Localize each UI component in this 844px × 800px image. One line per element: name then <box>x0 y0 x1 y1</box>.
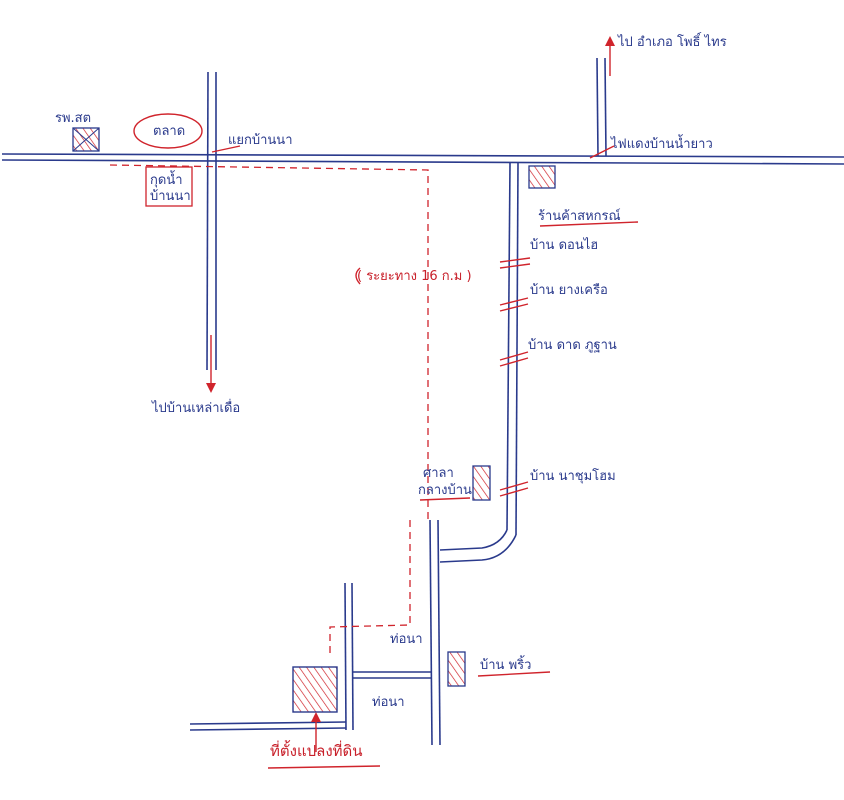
label-spr: รพ.สต <box>55 111 91 126</box>
label-house-right: บ้าน พริ้ว <box>480 655 531 673</box>
label-house1: บ้าน ดอนไฮ <box>530 237 598 253</box>
label-house2: บ้าน ยางเครือ <box>530 282 608 298</box>
label-intersection: แยกบ้านนา <box>228 133 293 148</box>
bottom-road <box>189 721 347 731</box>
arrow-down-icon <box>206 335 216 393</box>
label-light-post: ไฟแดงบ้านน้ำยาว <box>610 134 713 152</box>
left-road <box>206 71 217 371</box>
label-house3: บ้าน ดาด ภูฐาน <box>528 338 617 353</box>
route-dashed <box>109 164 429 655</box>
main-road <box>1 153 844 165</box>
label-market: ตลาด <box>153 124 185 139</box>
label-pipe1: ท่อนา <box>390 632 423 647</box>
lower-road <box>429 519 441 746</box>
health-station-icon <box>72 127 100 152</box>
label-shop: ร้านค้าสหกรณ์ <box>538 208 621 224</box>
label-target: ที่ตั้งแปลงที่ดิน <box>270 740 363 760</box>
label-to-village: ไปบ้านเหล่าเดื่อ <box>151 399 240 416</box>
market-circle <box>133 113 203 149</box>
label-distance: ( ระยะทาง 16 ก.ม ) <box>357 269 472 284</box>
right-long-road <box>439 162 519 563</box>
kudnam-box <box>145 166 193 207</box>
target-road <box>344 582 432 731</box>
label-sala1: ศาลา <box>423 466 454 481</box>
target-plot <box>292 666 338 713</box>
sala-building <box>472 465 491 501</box>
top-right-road <box>596 57 607 157</box>
house-right-building <box>447 651 466 687</box>
shop-building <box>528 165 556 189</box>
label-kudnam: กุดน้ำ <box>150 170 183 188</box>
arrow-up-icon <box>605 36 615 76</box>
label-pipe2: ท่อนา <box>372 695 405 710</box>
label-sala2: กลางบ้าน <box>418 483 472 498</box>
label-to-amphoe: ไป อำเภอ โพธิ์ ไทร <box>617 32 727 50</box>
arrow-up-icon <box>311 712 321 752</box>
label-house4: บ้าน นาชุมโฮม <box>530 468 616 484</box>
label-kudnam2: บ้านนา <box>150 189 191 204</box>
